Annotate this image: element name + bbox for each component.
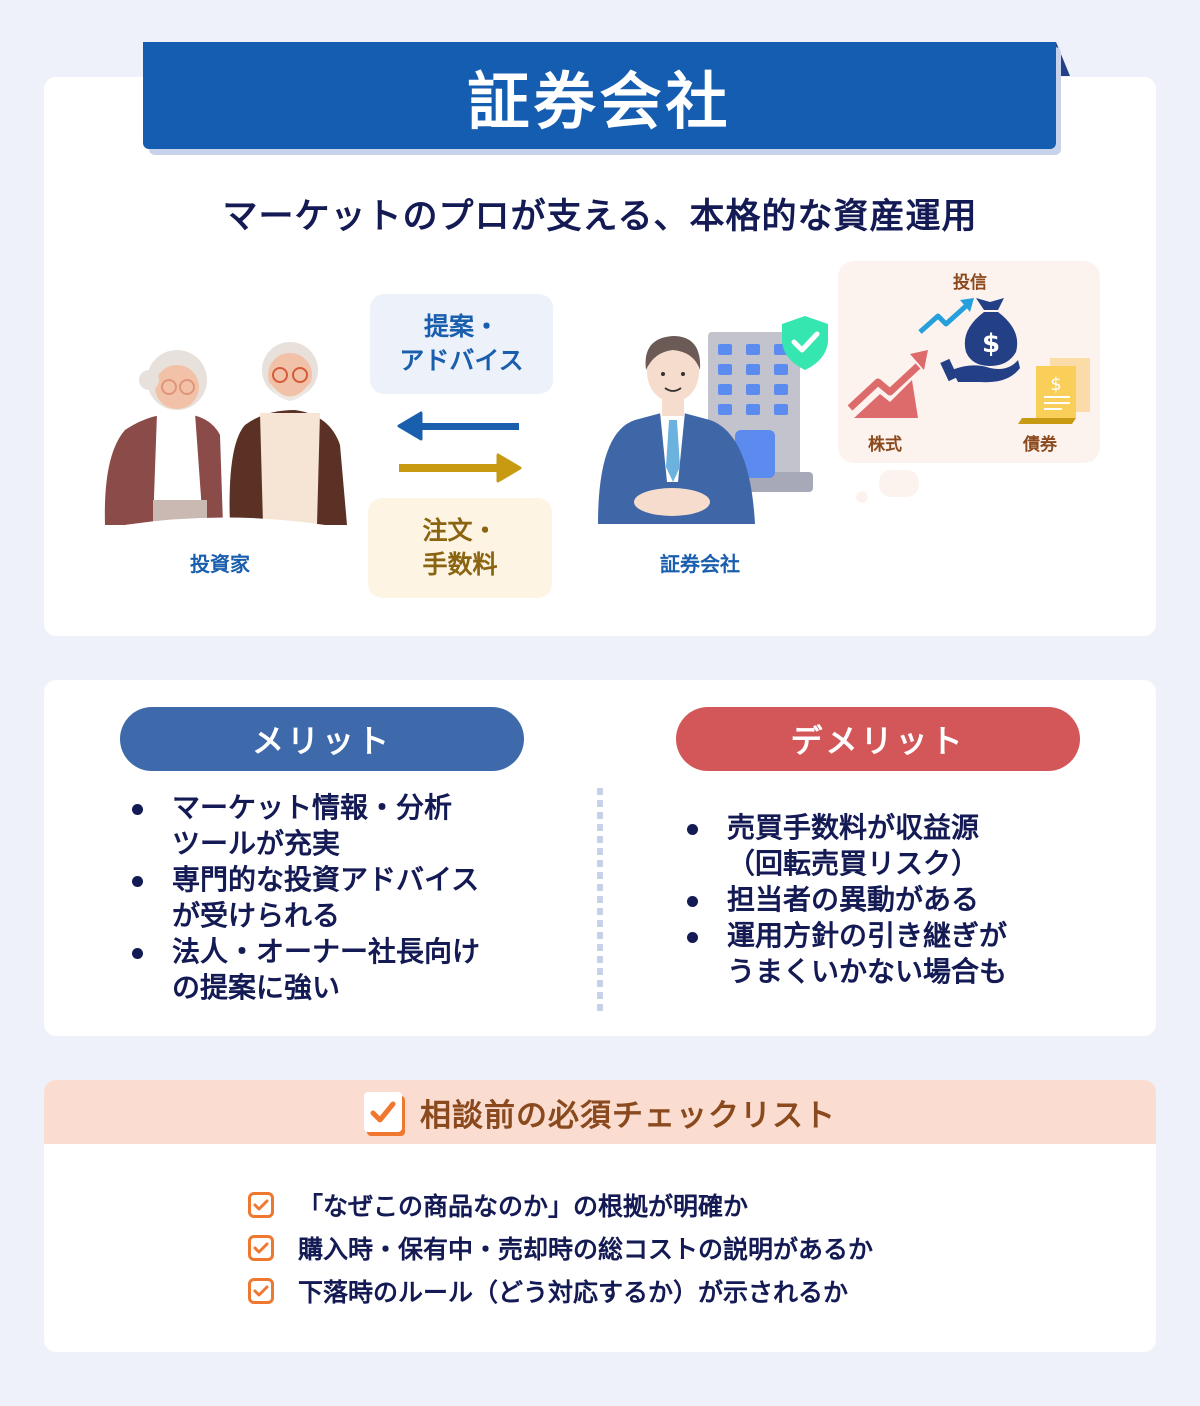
check-icon (248, 1234, 274, 1261)
title-ribbon: 証券会社 (143, 42, 1056, 149)
demerits-heading: デメリット (676, 707, 1080, 771)
checklist-item: 購入時・保有中・売却時の総コストの説明があるか (248, 1226, 873, 1269)
merit-item: 専門的な投資アドバイス が受けられる (120, 862, 540, 934)
column-divider (597, 788, 603, 1012)
investor-label: 投資家 (190, 552, 250, 576)
advice-line1: 提案・ (423, 312, 499, 342)
asset-stocks-label: 株式 (868, 435, 902, 455)
trend-arrow-icon (918, 304, 968, 334)
order-line1: 注文・ (422, 516, 498, 546)
checklist-item: 「なぜこの商品なのか」の根拠が明確か (248, 1183, 873, 1226)
thought-bubble-dot-large (879, 470, 919, 497)
stock-chart-icon (854, 380, 918, 418)
page-title: 証券会社 (467, 64, 732, 138)
arrow-right-icon (399, 453, 522, 483)
checklist-item-text: 購入時・保有中・売却時の総コストの説明があるか (298, 1234, 874, 1264)
page-subtitle: マーケットのプロが支える、本格的な資産運用 (222, 197, 978, 237)
merits-list: マーケット情報・分析 ツールが充実 専門的な投資アドバイス が受けられる 法人・… (120, 790, 540, 1006)
checklist-card: 相談前の必須チェックリスト (44, 1080, 1156, 1352)
advice-box: 提案・ アドバイス (370, 294, 553, 394)
elderly-couple-illustration (95, 342, 355, 535)
asset-bonds-label: 債券 (1023, 435, 1057, 455)
checklist-header: 相談前の必須チェックリスト (44, 1080, 1156, 1144)
merit-item: 法人・オーナー社長向け の提案に強い (120, 934, 540, 1006)
firm-label: 証券会社 (660, 552, 740, 576)
checklist-item: 下落時のルール（どう対応するか）が示されるか (248, 1269, 873, 1312)
checklist-item-text: 下落時のルール（どう対応するか）が示されるか (298, 1277, 849, 1307)
checklist-title: 相談前の必須チェックリスト (420, 1097, 836, 1134)
money-bag-icon (976, 298, 1004, 310)
order-box: 注文・ 手数料 (368, 498, 552, 598)
checklist-item-text: 「なぜこの商品なのか」の根拠が明確か (298, 1191, 749, 1221)
advisor-building-illustration (598, 316, 828, 524)
asset-icons: $ $ (847, 298, 1090, 424)
demerits-list: 売買手数料が収益源 （回転売買リスク） 担当者の異動がある 運用方針の引き継ぎが… (675, 810, 1095, 990)
svg-text:$: $ (982, 329, 1000, 359)
check-icon (248, 1277, 274, 1304)
order-line2: 手数料 (422, 550, 498, 579)
demerit-item: 売買手数料が収益源 （回転売買リスク） (675, 810, 1095, 882)
thought-bubble-dot-small (856, 491, 868, 503)
arrow-left-icon (397, 411, 519, 441)
demerit-item: 運用方針の引き継ぎが うまくいかない場合も (675, 918, 1095, 990)
demerit-item: 担当者の異動がある (675, 882, 1095, 918)
checkbox-checked-icon (364, 1092, 402, 1132)
merits-heading: メリット (120, 707, 524, 771)
merit-item: マーケット情報・分析 ツールが充実 (120, 790, 540, 862)
svg-text:$: $ (1050, 374, 1061, 395)
checklist-items: 「なぜこの商品なのか」の根拠が明確か 購入時・保有中・売却時の総コストの説明があ… (248, 1183, 873, 1312)
asset-fund-label: 投信 (953, 273, 987, 293)
check-icon (248, 1191, 274, 1218)
advice-line2: アドバイス (399, 346, 524, 375)
